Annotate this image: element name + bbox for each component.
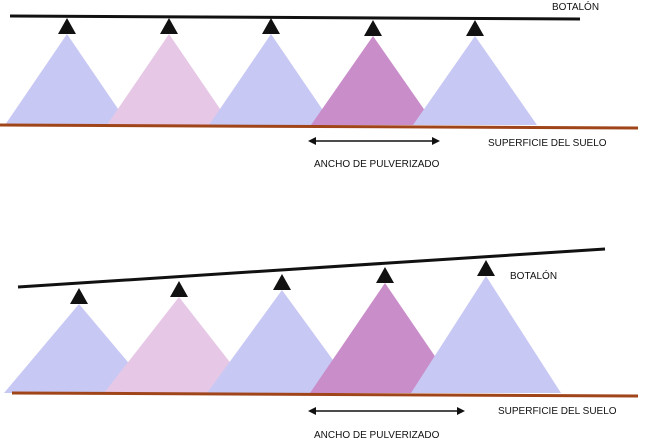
spray-width-label: ANCHO DE PULVERIZADO: [314, 430, 440, 440]
spray-cone-blue: [209, 34, 333, 125]
spray-cone-pink: [107, 34, 231, 125]
boom-line: [9, 14, 581, 21]
nozzle-icon: [170, 281, 188, 297]
spray-cone-blue: [411, 276, 561, 393]
nozzle-icon: [70, 288, 88, 304]
spray-cone-blue: [413, 36, 537, 125]
ground-label: SUPERFICIE DEL SUELO: [488, 138, 607, 149]
nozzle-icon: [477, 260, 495, 276]
nozzle-icon: [364, 20, 382, 36]
spray-width-label: ANCHO DE PULVERIZADO: [314, 159, 440, 170]
spray-cones: [4, 276, 561, 393]
nozzle-icon: [262, 18, 280, 34]
nozzle-icon: [160, 18, 178, 34]
panel-level-boom: BOTALÓN SUPERFICIE DEL SUELO ANCHO DE PU…: [0, 0, 639, 170]
spray-width-arrow: [308, 137, 440, 145]
ground-line: [11, 391, 639, 398]
spray-cone-pink: [104, 297, 254, 393]
nozzles: [70, 260, 495, 304]
spray-width-arrow: [308, 407, 465, 415]
spray-cone-blue: [207, 290, 357, 393]
ground-label: SUPERFICIE DEL SUELO: [498, 406, 617, 417]
nozzle-icon: [58, 18, 76, 34]
nozzle-icon: [376, 267, 394, 283]
ground-line: [0, 123, 639, 130]
spray-cone-blue: [4, 304, 154, 393]
spray-cone-purple: [311, 36, 435, 125]
spray-cones: [5, 34, 537, 125]
spray-cone-blue: [5, 34, 129, 125]
boom-label: BOTALÓN: [552, 0, 599, 13]
nozzle-icon: [466, 20, 484, 36]
boom-line: [17, 247, 606, 289]
nozzles: [58, 18, 484, 36]
panel-tilted-boom: BOTALÓN SUPERFICIE DEL SUELO ANCHO DE PU…: [4, 247, 639, 440]
boom-label: BOTALÓN: [510, 269, 557, 282]
nozzle-icon: [273, 274, 291, 290]
spray-cone-purple: [310, 283, 460, 393]
